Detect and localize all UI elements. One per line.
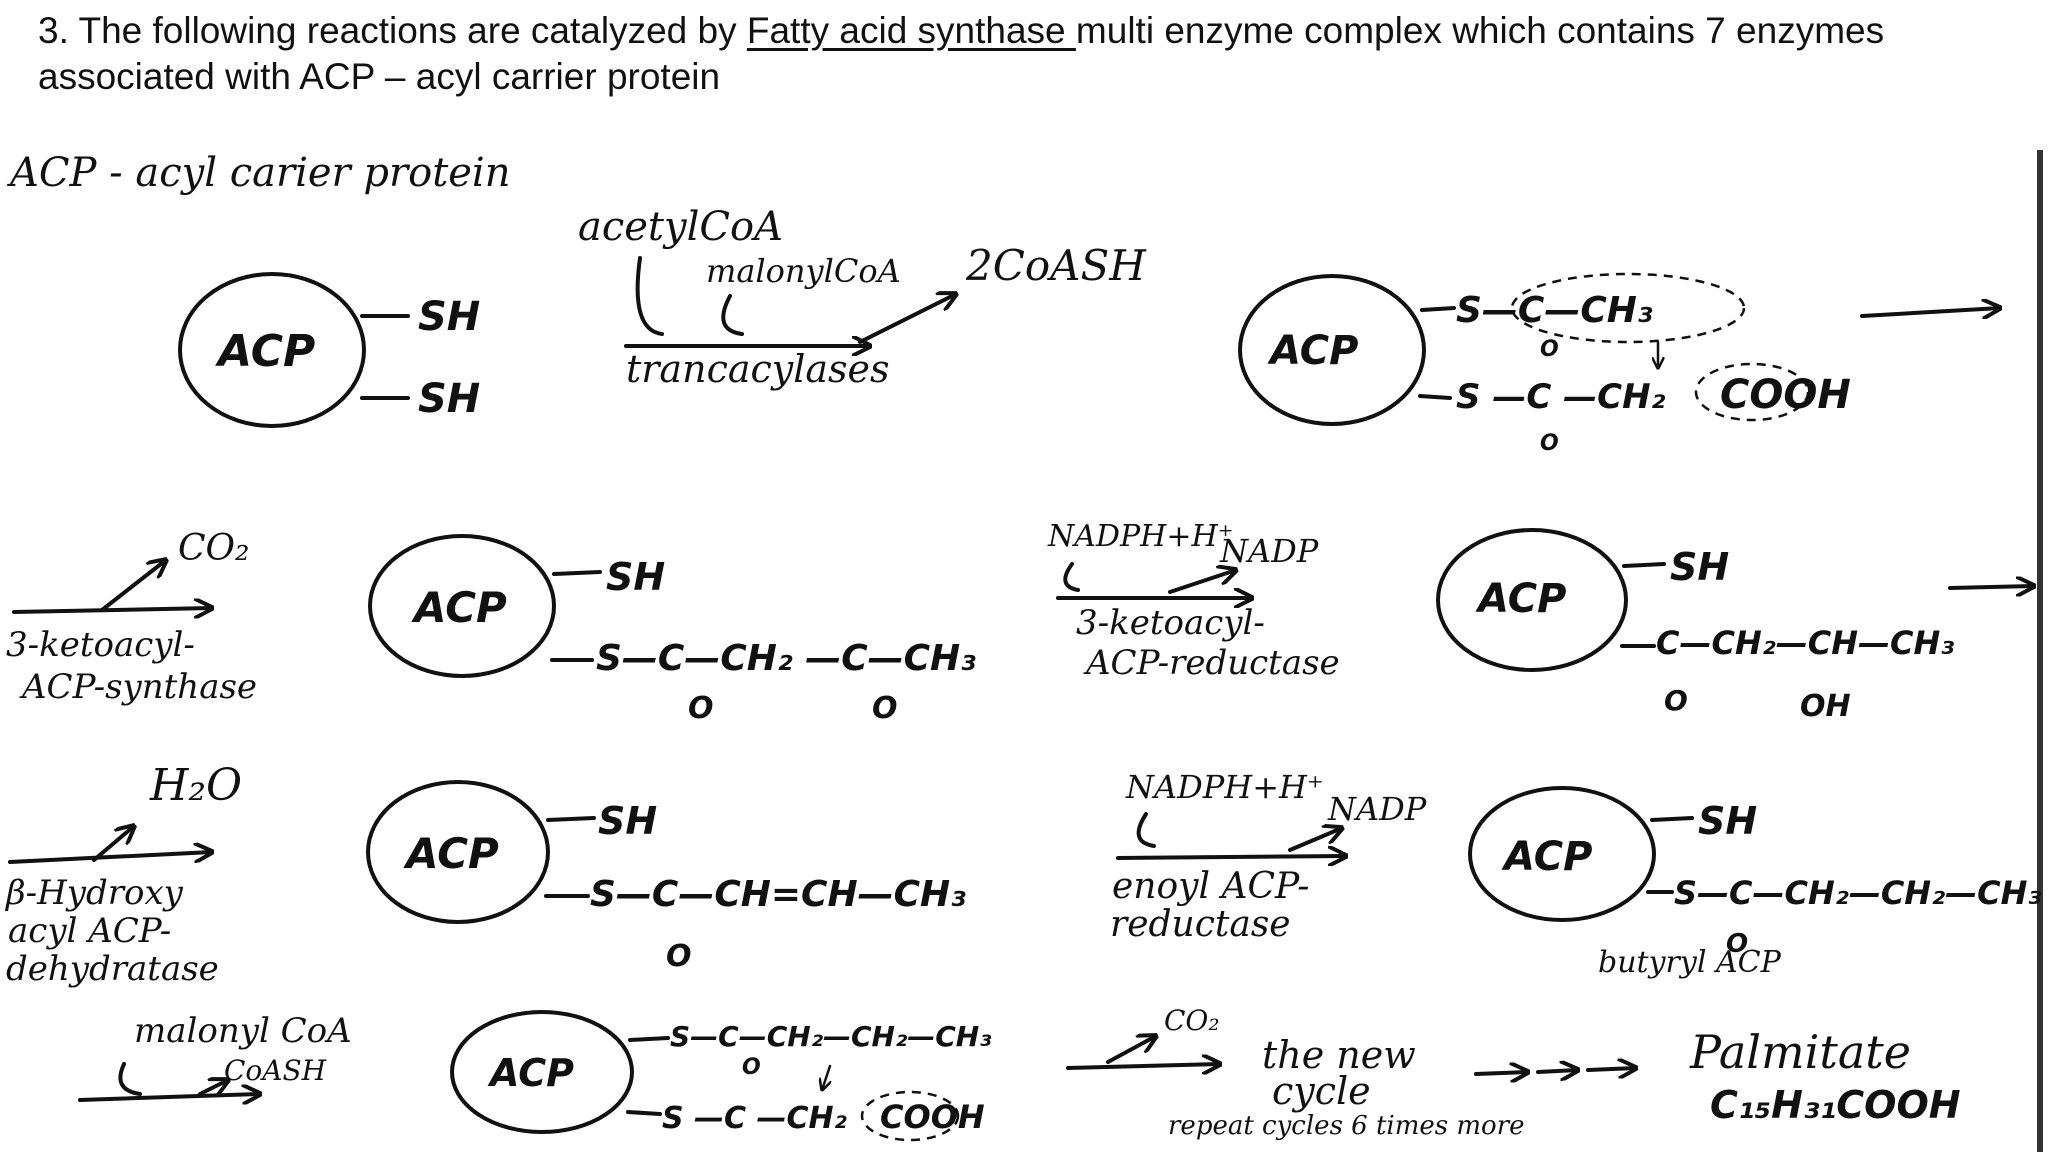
arrow-9 [1066,1064,1220,1068]
decarboxylation-step: CO₂ the new cycle repeat cycles 6 times … [1066,1004,1961,1141]
acp-circle-1 [178,272,366,428]
heading-line-2: associated with ACP – acyl carrier prote… [38,56,721,97]
heading-prefix: 3. The following reactions are catalyzed… [38,10,747,51]
acetoacetyl-chain: S—C—CH₂ —C—CH₃ [596,638,976,679]
dehydratase-label-1: β-Hydroxy [4,873,184,913]
carbonyl-o-6: O [666,939,692,974]
palmitate-label: Palmitate [1689,1025,1911,1079]
hydroxybutyryl-acp: ACP SH C—CH₂—CH—CH₃ O OH [1436,528,2034,724]
arrow-7 [1116,856,1346,858]
enoyl-reductase-step: NADPH+H⁺ NADP enoyl ACP- reductase [1110,768,1427,945]
malonyl-coa-label-2: malonyl CoA [134,1011,352,1051]
new-cycle-label-1: the new [1262,1033,1416,1077]
arrow-6 [8,852,212,864]
co2-label-1: CO₂ [178,528,250,569]
acp-free-sh: ACP SH SH [178,272,480,428]
repeat-cycles-label: repeat cycles 6 times more [1168,1111,1525,1141]
arrow-10 [1586,1068,1636,1070]
ketoacyl-synthase-label-2: ACP-synthase [19,667,257,707]
acp-label-2: ACP [1267,328,1358,374]
arrow-3 [12,608,212,612]
ketoacyl-reductase-step: NADPH+H⁺ NADP 3-ketoacyl- ACP-reductase [1047,519,1340,683]
arrow-5 [1948,586,2034,588]
water-label: H₂O [149,760,242,811]
enoyl-reductase-label-1: enoyl ACP- [1112,866,1309,907]
acetoacetyl-acp: ACP SH S—C—CH₂ —C—CH₃ O O [368,534,976,726]
ketoacyl-reductase-label-2: ACP-reductase [1083,643,1340,683]
sh-group-1b: SH [418,376,480,422]
transacylase-label: trancacylases [626,347,890,391]
carbonyl-o-4: O [872,691,898,726]
cooh-group-1: COOH [1720,372,1851,418]
coash-label-2: CoASH [224,1054,327,1087]
heading-suffix: multi enzyme complex which contains 7 en… [1075,10,1885,51]
butyryl-chain: S—C—CH₂—CH₂—CH₃ [1674,874,2041,912]
hydroxybutyryl-chain: C—CH₂—CH—CH₃ [1656,624,1954,662]
dehydratase-label-2: acyl ACP- [8,911,171,951]
nadph-label-1: NADPH+H⁺ [1047,519,1233,554]
acetyl-chain: S—C—CH₃ [1456,290,1653,331]
acetyl-malonyl-acp: ACP S—C—CH₃ S —C —CH₂ COOH O O [1238,272,2000,456]
palmitate-formula: C₁₅H₃₁COOH [1710,1083,1961,1127]
carbonyl-o-7: O [1726,929,1748,959]
co2-label-2: CO₂ [1164,1004,1220,1037]
enoyl-reductase-label-2: reductase [1110,904,1291,945]
carbonyl-o-5: O [1664,684,1688,717]
butyryl-chain-2: S—C—CH₂—CH₂—CH₃ [670,1020,991,1053]
acp-label-6: ACP [1501,834,1592,880]
sh-group-5: SH [598,799,657,843]
dehydratase-step: H₂O β-Hydroxy acyl ACP- dehydratase [4,760,242,989]
malonyl-chain-2: S —C —CH₂ [662,1101,847,1136]
malonyl-coa-label: malonylCoA [706,252,901,290]
ketoacyl-reductase-label-1: 3-ketoacyl- [1076,603,1265,643]
butyryl-acp-label: butyryl ACP [1598,945,1782,980]
crotonyl-acp: ACP SH S—C—CH=CH—CH₃ O [366,780,966,974]
acp-circle-5 [366,780,550,924]
new-cycle-label-2: cycle [1272,1069,1371,1113]
sh-group-6: SH [1698,799,1757,843]
acp-title: ACP - acyl carier protein [6,150,511,196]
nadp-label-2: NADP [1327,790,1427,828]
coash-label: 2CoASH [965,241,1147,290]
dehydratase-label-3: dehydratase [6,949,219,989]
carbonyl-o-1: O [1540,337,1559,362]
carbonyl-o-8: O [742,1055,761,1080]
acp-circle-6 [1468,786,1656,922]
butyryl-malonyl-acp: ACP S—C—CH₂—CH₂—CH₃ O S —C —CH₂ COOH [450,1010,991,1142]
acp-label-7: ACP [487,1051,574,1095]
butyryl-acp: ACP SH S—C—CH₂—CH₂—CH₃ O butyryl ACP [1468,786,2041,980]
slide-heading: 3. The following reactions are catalyzed… [38,8,1998,100]
ketoacyl-synthase-label-1: 3-ketoacyl- [6,625,195,665]
carbonyl-o-3: O [688,691,714,726]
acp-label-1: ACP [215,326,315,377]
sh-group-4: SH [1670,545,1729,589]
acp-label-3: ACP [411,583,507,632]
acp-label-4: ACP [1475,576,1566,622]
sh-group-3: SH [606,555,665,599]
carbonyl-o-2: O [1540,431,1559,456]
sh-group-1a: SH [418,294,480,340]
transacylase-step: acetylCoA malonylCoA 2CoASH trancacylase… [578,204,1147,391]
arrow-8 [78,1094,260,1100]
condensation-step: malonyl CoA CoASH [78,1011,352,1100]
hydroxyl-group: OH [1800,689,1851,724]
acp-circle-2 [1238,274,1426,426]
nadph-label-2: NADPH+H⁺ [1125,768,1324,806]
arrow-2 [1860,308,2000,316]
acp-circle-7 [450,1010,634,1134]
ketoacyl-synthase-step: CO₂ 3-ketoacyl- ACP-synthase [6,528,257,707]
acp-label-5: ACP [403,829,499,878]
acp-circle-4 [1436,528,1628,672]
acetyl-coa-label: acetylCoA [578,204,783,250]
nadp-label-1: NADP [1219,532,1319,570]
heading-fatty-acid-synthase: Fatty acid synthase [746,10,1076,51]
cooh-group-2: COOH [880,1098,985,1136]
crotonyl-chain: S—C—CH=CH—CH₃ [590,874,966,915]
acp-circle-3 [368,534,556,678]
malonyl-chain: S —C —CH₂ [1456,377,1666,417]
